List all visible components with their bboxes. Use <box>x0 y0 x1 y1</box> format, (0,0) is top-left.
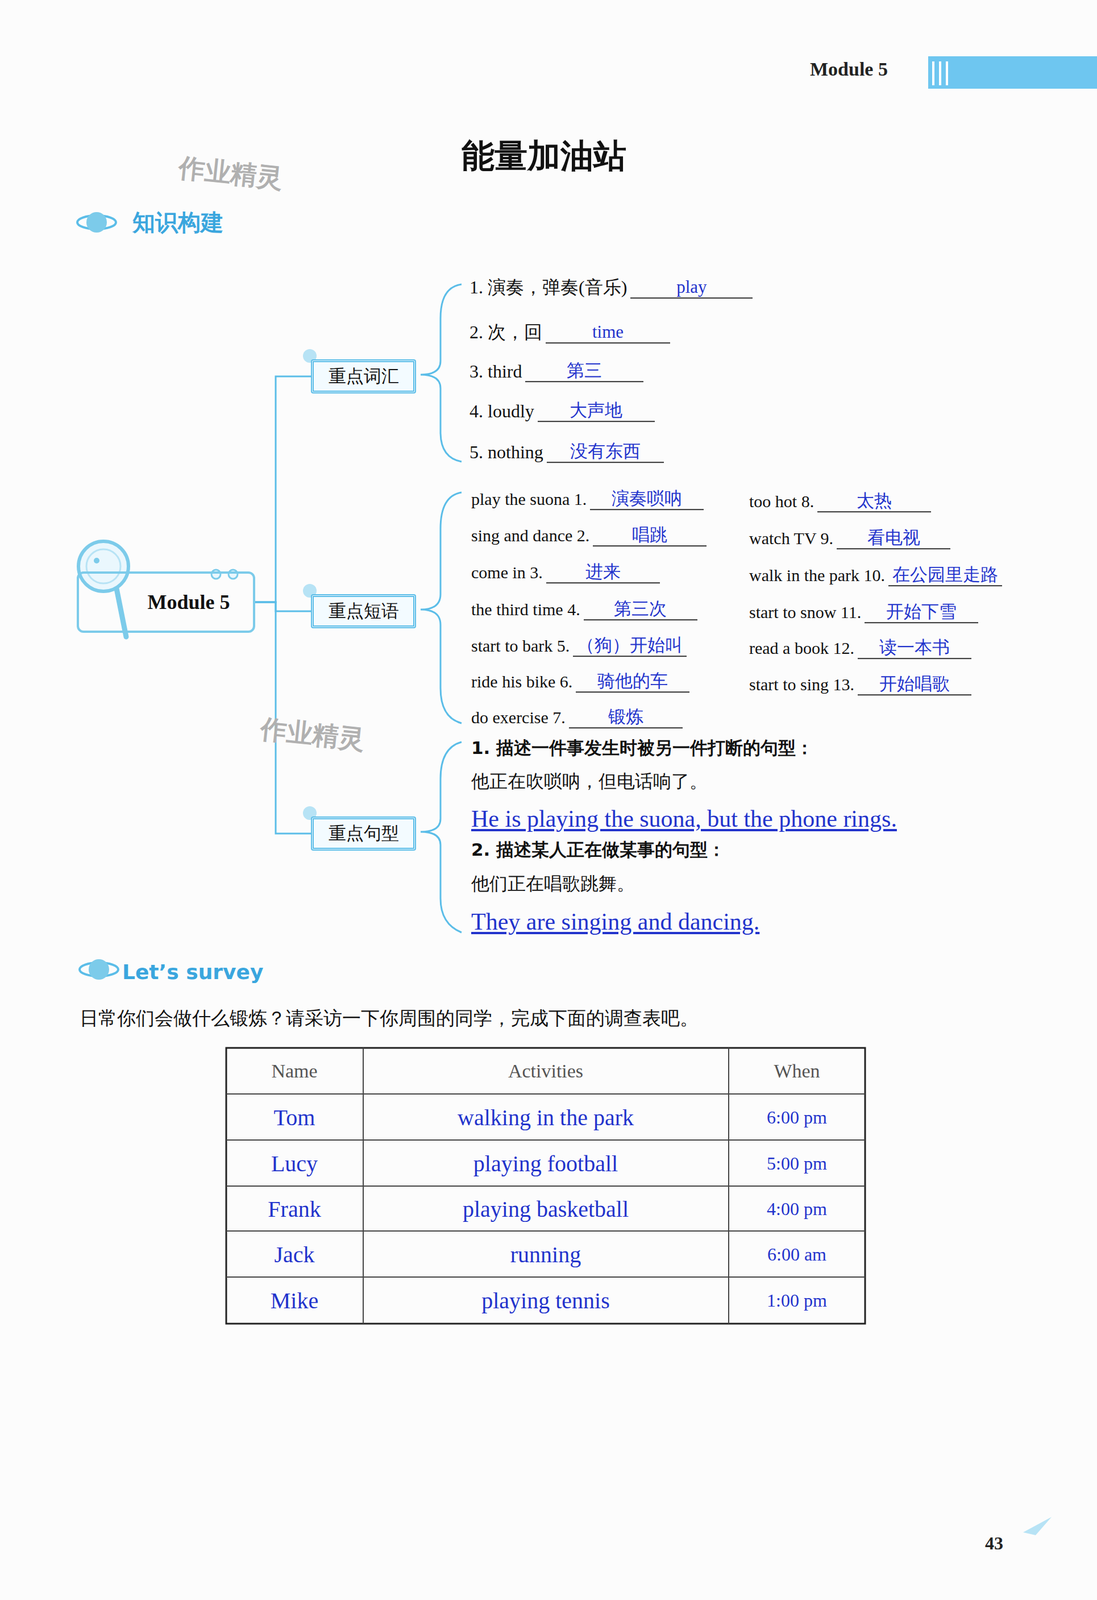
branch-box: 重点词汇 <box>310 359 417 394</box>
table-cell: walking in the park <box>457 1103 634 1130</box>
phrase-prompt: play the suona 1. <box>471 489 587 509</box>
table-cell: playing football <box>473 1149 618 1177</box>
answer-blank: 大声地 <box>537 400 655 422</box>
table-cell: Activities <box>508 1060 584 1082</box>
table-cell: 4:00 pm <box>766 1197 828 1219</box>
survey-table-grid <box>226 1047 866 1324</box>
answer-blank: 演奏唢呐 <box>589 488 704 510</box>
answer-blank: 第三 <box>525 360 644 382</box>
page-number: 43 <box>985 1532 1004 1554</box>
answer-blank: time <box>545 321 671 344</box>
table-cell: 1:00 pm <box>766 1289 828 1311</box>
phrase-prompt: walk in the park 10. <box>749 565 885 585</box>
phrase-prompt: read a book 12. <box>749 638 855 658</box>
node-label: 重点句型 <box>328 821 400 846</box>
table-cell: 6:00 pm <box>766 1106 828 1128</box>
answer-blank: 开始下雪 <box>864 601 979 623</box>
table-cell: 5:00 pm <box>766 1152 828 1174</box>
phrase-prompt: do exercise 7. <box>471 707 566 727</box>
vocab-prompt: 1. 演奏，弹奏(音乐) <box>469 275 627 301</box>
header-bar <box>928 56 1097 89</box>
pattern-heading: 1. 描述一件事发生时被另一件打断的句型： <box>471 736 814 760</box>
branch-box: 重点短语 <box>310 593 417 629</box>
phrase-prompt: the third time 4. <box>471 599 581 619</box>
chinese-sentence: 他们正在唱歌跳舞。 <box>471 871 635 897</box>
paper-plane <box>1023 1516 1052 1535</box>
answer-blank: 骑他的车 <box>575 670 690 693</box>
pattern-heading: 2. 描述某人正在做某事的句型： <box>471 837 726 862</box>
answer-blank: 第三次 <box>583 598 698 621</box>
table-cell: Mike <box>270 1286 319 1314</box>
central-box: Module 5 <box>76 571 256 633</box>
node-label: 重点短语 <box>328 599 400 623</box>
branch-connector <box>255 601 311 612</box>
magnifier-icon <box>78 541 129 637</box>
answer-sentence: They are singing and dancing. <box>471 907 760 936</box>
brace-lines <box>420 284 462 933</box>
answer-blank: 开始唱歌 <box>857 673 972 696</box>
answer-blank: 在公园里走路 <box>888 564 1003 587</box>
node-label: 重点词汇 <box>328 364 400 389</box>
table-cell: Lucy <box>271 1149 318 1177</box>
phrase-prompt: start to sing 13. <box>749 674 855 695</box>
page-title: 能量加油站 <box>461 134 627 179</box>
table-cell: 6:00 am <box>767 1243 827 1265</box>
answer-blank: 没有东西 <box>546 441 664 463</box>
answer-blank: 锻炼 <box>568 706 683 729</box>
answer-blank: （狗）开始叫 <box>572 634 687 657</box>
phrase-prompt: sing and dance 2. <box>471 525 590 546</box>
table-cell: playing tennis <box>481 1286 610 1314</box>
table-cell: When <box>773 1060 820 1082</box>
answer-blank: 进来 <box>546 561 660 584</box>
phrase-prompt: ride his bike 6. <box>471 671 573 692</box>
table-cell: running <box>510 1240 581 1267</box>
table-cell: Tom <box>273 1103 316 1130</box>
phrase-prompt: start to snow 11. <box>749 602 862 622</box>
phrase-prompt: come in 3. <box>471 562 543 583</box>
section-icon <box>77 212 119 980</box>
table-cell: playing basketball <box>462 1194 629 1222</box>
watermark: 作业精灵 <box>176 150 285 197</box>
chinese-sentence: 他正在吹唢呐，但电话响了。 <box>471 769 708 795</box>
table-cell: Frank <box>267 1194 321 1222</box>
answer-blank: 太热 <box>817 490 932 513</box>
answer-blank: 看电视 <box>836 527 951 550</box>
answer-sentence: He is playing the suona, but the phone r… <box>471 804 897 833</box>
answer-blank: 读一本书 <box>857 637 972 659</box>
header-stripes <box>933 61 947 86</box>
phrase-prompt: watch TV 9. <box>749 528 834 548</box>
vocab-prompt: 3. third <box>469 360 522 382</box>
node-label: Module 5 <box>147 589 230 614</box>
watermark: 作业精灵 <box>258 711 367 758</box>
vocab-prompt: 4. loudly <box>469 400 535 422</box>
instruction-text: 日常你们会做什么锻炼？请采访一下你周围的同学，完成下面的调查表吧。 <box>79 1005 699 1032</box>
table-cell: Name <box>271 1060 318 1082</box>
answer-blank: 唱跳 <box>592 524 707 547</box>
section-heading: 知识构建 <box>132 206 224 239</box>
vocab-prompt: 5. nothing <box>469 441 544 463</box>
vocab-prompt: 2. 次，回 <box>469 320 543 346</box>
answer-blank: play <box>630 276 753 299</box>
phrase-prompt: too hot 8. <box>749 491 814 511</box>
section-heading: Let’s survey <box>122 960 264 984</box>
module-header: Module 5 <box>809 58 888 81</box>
branch-box: 重点句型 <box>310 816 417 851</box>
table-cell: Jack <box>273 1240 315 1267</box>
branch-connector <box>255 376 311 602</box>
phrase-prompt: start to bark 5. <box>471 636 570 656</box>
